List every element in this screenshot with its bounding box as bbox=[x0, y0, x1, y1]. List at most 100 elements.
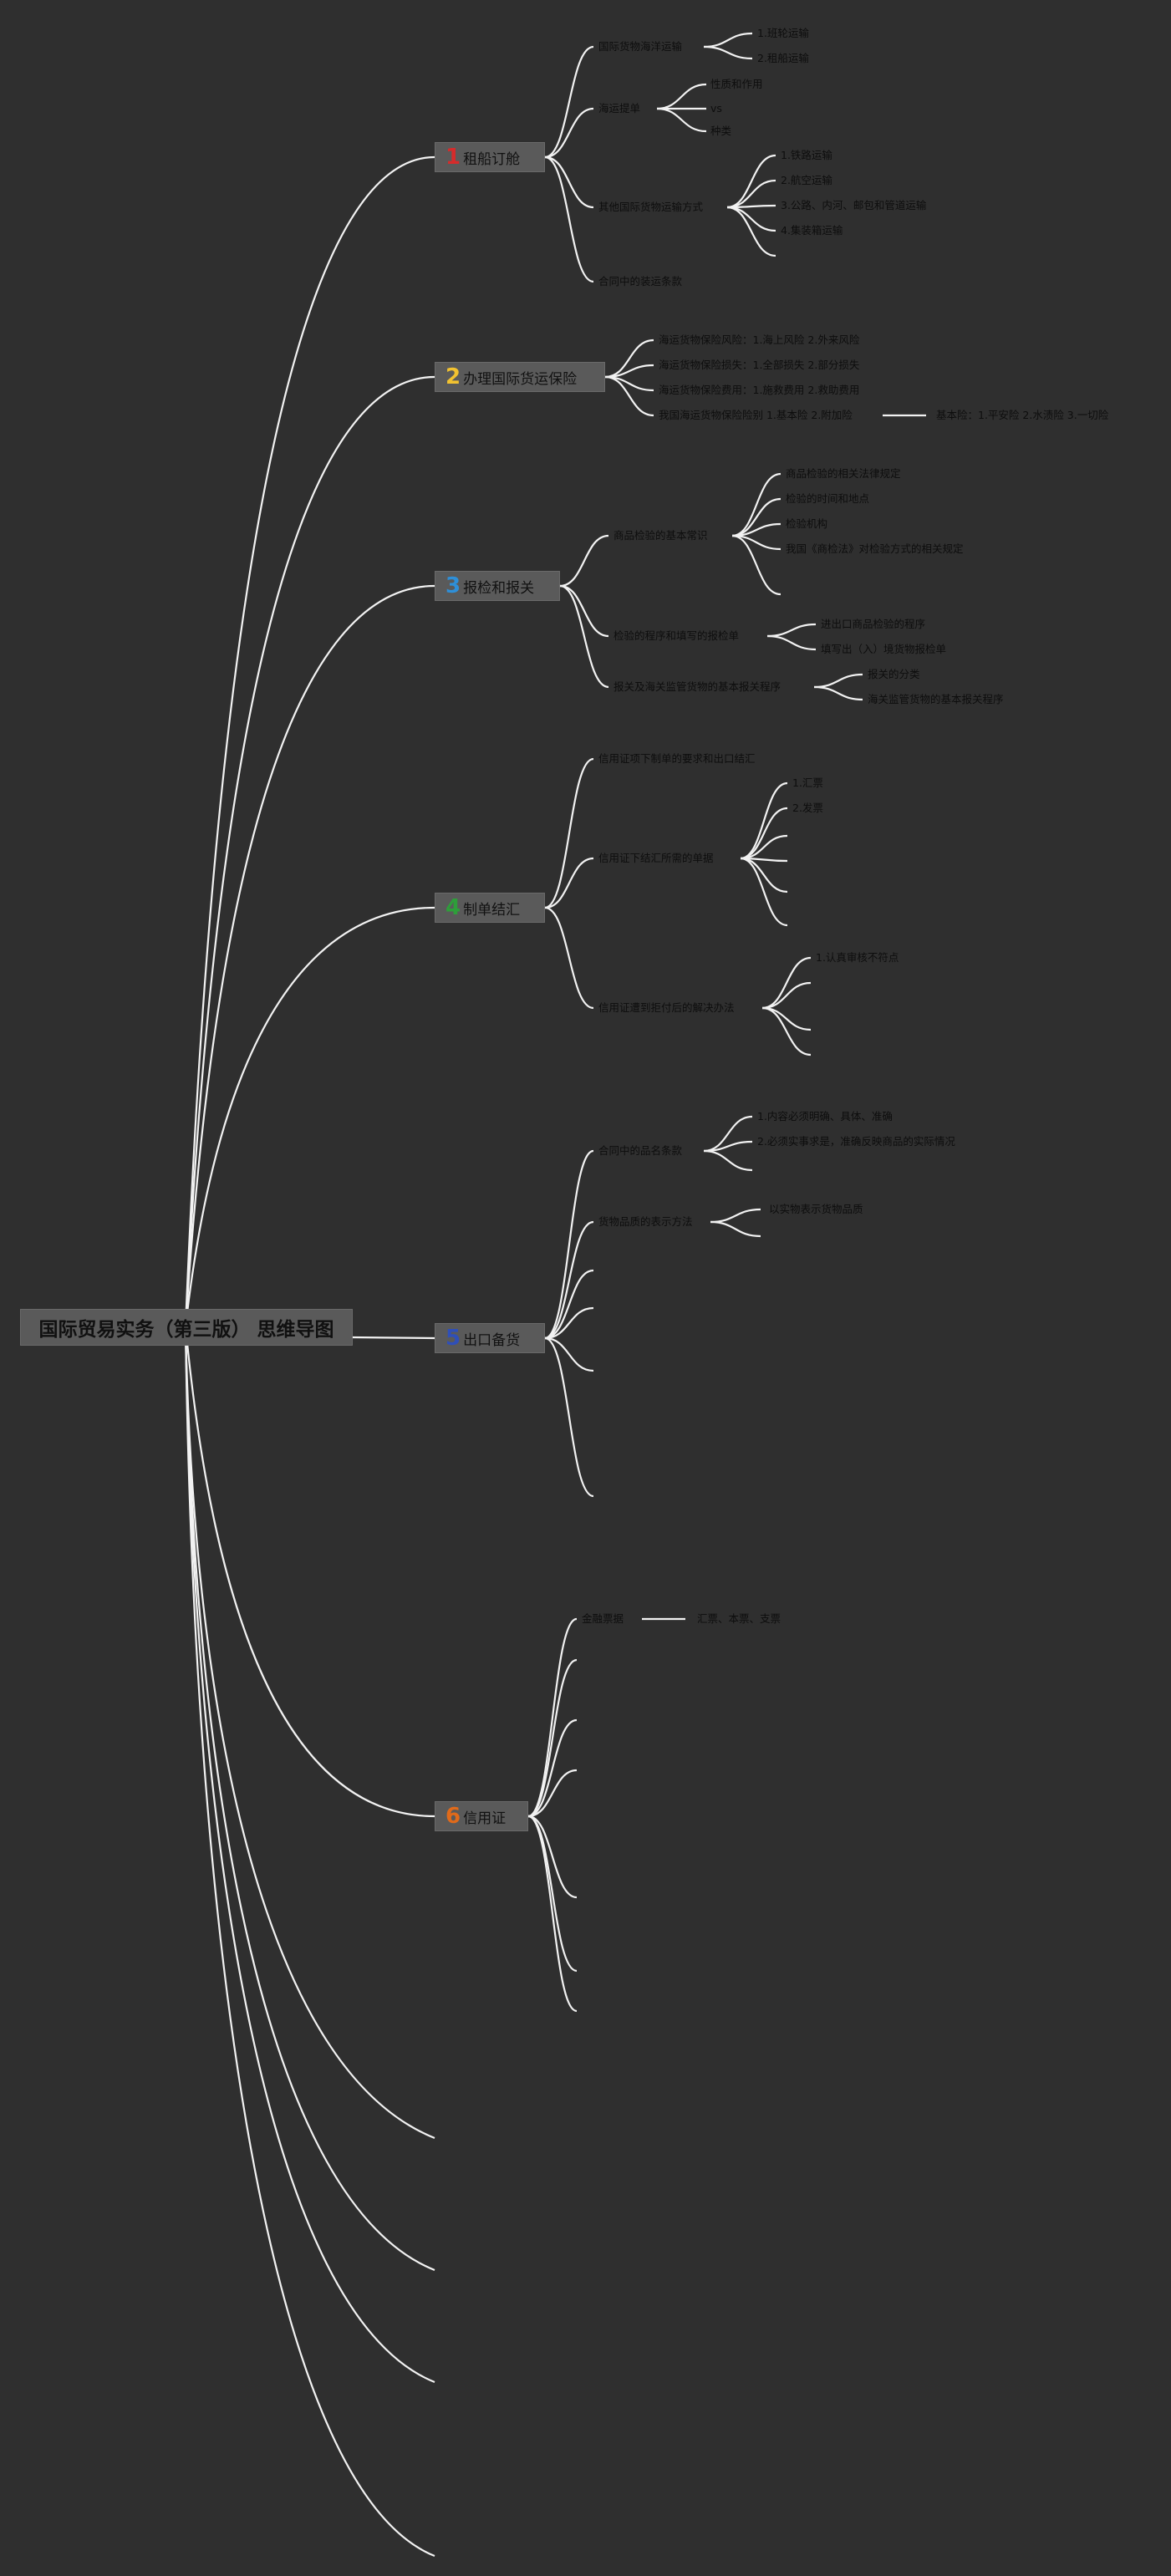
leaf-label[interactable]: 1.铁路运输 bbox=[781, 148, 832, 161]
branch-label[interactable]: 信用证遭到拒付后的解决办法 bbox=[598, 1000, 735, 1014]
topic1-sub-connector bbox=[726, 206, 776, 232]
topic-label: 租船订舱 bbox=[463, 150, 521, 168]
branch-label[interactable]: 金融票据 bbox=[582, 1611, 624, 1625]
topic3-sub-connector bbox=[731, 472, 782, 537]
leaf-label[interactable]: 3.公路、内河、邮包和管道运输 bbox=[781, 198, 927, 211]
topic-number: 3 bbox=[445, 573, 461, 598]
leaf-label[interactable]: 商品检验的相关法律规定 bbox=[786, 466, 901, 480]
topic-node[interactable]: 1 租船订舱 bbox=[435, 142, 545, 172]
leaf-label[interactable]: 报关的分类 bbox=[868, 667, 920, 680]
branch-label[interactable]: 检验的程序和填写的报检单 bbox=[614, 629, 740, 642]
topic1-sub-connector bbox=[656, 83, 707, 110]
leaf-label[interactable]: 1.认真审核不符点 bbox=[816, 950, 899, 964]
leaf-label[interactable]: 2.必须实事求是，准确反映商品的实际情况 bbox=[757, 1134, 955, 1148]
topic6-connector bbox=[527, 1658, 578, 1818]
topic1-sub-connector bbox=[726, 179, 776, 209]
root-connector bbox=[184, 155, 435, 1327]
topic-node[interactable]: 5 出口备货 bbox=[435, 1323, 545, 1353]
topic4-connector bbox=[544, 906, 594, 1010]
topic5-connector bbox=[544, 1269, 594, 1340]
leaf-label[interactable]: 填写出（入）境货物报检单 bbox=[821, 642, 947, 655]
topic1-connector bbox=[544, 107, 594, 159]
branch-label[interactable]: 信用证项下制单的要求和出口结汇 bbox=[598, 751, 756, 765]
leaf-label[interactable]: 基本险：1.平安险 2.水渍险 3.一切险 bbox=[936, 408, 1109, 421]
topic6-connector bbox=[527, 1617, 578, 1818]
topic1-connector bbox=[544, 155, 594, 209]
leaf-label[interactable]: 检验机构 bbox=[786, 517, 828, 530]
topic3-sub-connector bbox=[813, 685, 863, 701]
leaf-label[interactable]: 1.班轮运输 bbox=[757, 26, 809, 39]
topic4-sub-connector bbox=[740, 857, 788, 893]
topic1-sub-connector bbox=[726, 206, 776, 257]
branch-label[interactable]: 海运货物保险损失：1.全部损失 2.部分损失 bbox=[659, 358, 860, 371]
branch-label[interactable]: 海运货物保险风险：1.海上风险 2.外来风险 bbox=[659, 333, 860, 346]
branch-label[interactable]: 海运货物保险费用：1.施救费用 2.救助费用 bbox=[659, 383, 860, 396]
topic5-connector bbox=[544, 1149, 594, 1340]
topic3-sub-connector bbox=[813, 673, 863, 689]
root-connector bbox=[350, 1336, 435, 1340]
leaf-label[interactable]: 进出口商品检验的程序 bbox=[821, 617, 926, 630]
root-connector bbox=[184, 1326, 435, 2384]
leaf-label[interactable]: 种类 bbox=[710, 124, 732, 137]
leaf-label[interactable]: 海关监管货物的基本报关程序 bbox=[868, 692, 1004, 705]
topic3-sub-connector bbox=[766, 634, 817, 651]
branch-label[interactable]: 我国海运货物保险险别 1.基本险 2.附加险 bbox=[659, 408, 853, 421]
topic1-connector bbox=[544, 155, 594, 283]
root-node[interactable]: 国际贸易实务（第三版） 思维导图 bbox=[20, 1309, 353, 1346]
topic1-sub-connector bbox=[703, 45, 753, 60]
topic-number: 1 bbox=[445, 145, 461, 170]
leaf-label[interactable]: 我国《商检法》对检验方式的相关规定 bbox=[786, 542, 964, 555]
topic-node[interactable]: 4 制单结汇 bbox=[435, 893, 545, 923]
root-connector bbox=[184, 1326, 435, 2558]
leaf-label[interactable]: 检验的时间和地点 bbox=[786, 491, 870, 505]
branch-label[interactable]: 合同中的装运条款 bbox=[598, 274, 683, 288]
branch-label[interactable]: 其他国际货物运输方式 bbox=[598, 200, 704, 213]
topic4-sub-connector bbox=[761, 1006, 812, 1056]
branch-label[interactable]: 国际货物海洋运输 bbox=[598, 39, 683, 53]
leaf-label[interactable]: 4.集装箱运输 bbox=[781, 223, 843, 237]
topic1-sub-connector bbox=[656, 107, 707, 133]
topic4-sub-connector bbox=[740, 857, 788, 927]
leaf-label[interactable]: 2.租船运输 bbox=[757, 51, 809, 64]
topic1-connector bbox=[544, 45, 594, 159]
topic5-connector bbox=[544, 1336, 594, 1498]
topic-number: 5 bbox=[445, 1326, 461, 1351]
branch-label[interactable]: 信用证下结汇所需的单据 bbox=[598, 851, 714, 864]
topic-node[interactable]: 3 报检和报关 bbox=[435, 571, 560, 601]
leaf-label[interactable]: 2.发票 bbox=[792, 801, 823, 814]
topic5-connector bbox=[544, 1336, 594, 1372]
topic-node[interactable]: 6 信用证 bbox=[435, 1801, 528, 1831]
topic-number: 4 bbox=[445, 895, 461, 920]
branch-label[interactable]: 商品检验的基本常识 bbox=[614, 528, 708, 542]
topic3-sub-connector bbox=[766, 623, 817, 638]
root-connector bbox=[184, 1326, 435, 2272]
leaf-label[interactable]: 1.汇票 bbox=[792, 776, 823, 789]
branch-label[interactable]: 合同中的品名条款 bbox=[598, 1143, 683, 1157]
leaf-label[interactable]: vs bbox=[710, 101, 722, 115]
topic6-connector bbox=[527, 1815, 578, 2013]
root-connector bbox=[184, 1326, 435, 1818]
topic-number: 2 bbox=[445, 364, 461, 389]
leaf-label[interactable]: 2.航空运输 bbox=[781, 173, 832, 186]
topic-label: 出口备货 bbox=[463, 1331, 521, 1349]
leaf-label[interactable]: 汇票、本票、支票 bbox=[697, 1611, 782, 1625]
root-title: 国际贸易实务（第三版） 思维导图 bbox=[38, 1319, 334, 1341]
topic4-sub-connector bbox=[740, 781, 788, 860]
topic3-connector bbox=[559, 584, 609, 638]
topic3-connector bbox=[559, 584, 609, 689]
branch-label[interactable]: 货物品质的表示方法 bbox=[598, 1214, 693, 1228]
root-connector bbox=[184, 375, 435, 1327]
branch-label[interactable]: 海运提单 bbox=[598, 101, 641, 115]
topic5-sub-connector bbox=[703, 1149, 753, 1172]
leaf-label[interactable]: 1.内容必须明确、具体、准确 bbox=[757, 1109, 893, 1123]
topic-number: 6 bbox=[445, 1804, 461, 1829]
topic3-sub-connector bbox=[731, 534, 782, 596]
leaf-label[interactable]: 以实物表示货物品质 bbox=[769, 1202, 863, 1215]
topic4-sub-connector bbox=[761, 1006, 812, 1031]
branch-label[interactable]: 报关及海关监管货物的基本报关程序 bbox=[614, 680, 782, 693]
leaf-label[interactable]: 性质和作用 bbox=[710, 77, 763, 90]
topic-node[interactable]: 2 办理国际货运保险 bbox=[435, 362, 605, 392]
topic-label: 制单结汇 bbox=[463, 901, 521, 919]
topic4-sub-connector bbox=[740, 807, 788, 860]
topic2-connector bbox=[604, 375, 654, 417]
